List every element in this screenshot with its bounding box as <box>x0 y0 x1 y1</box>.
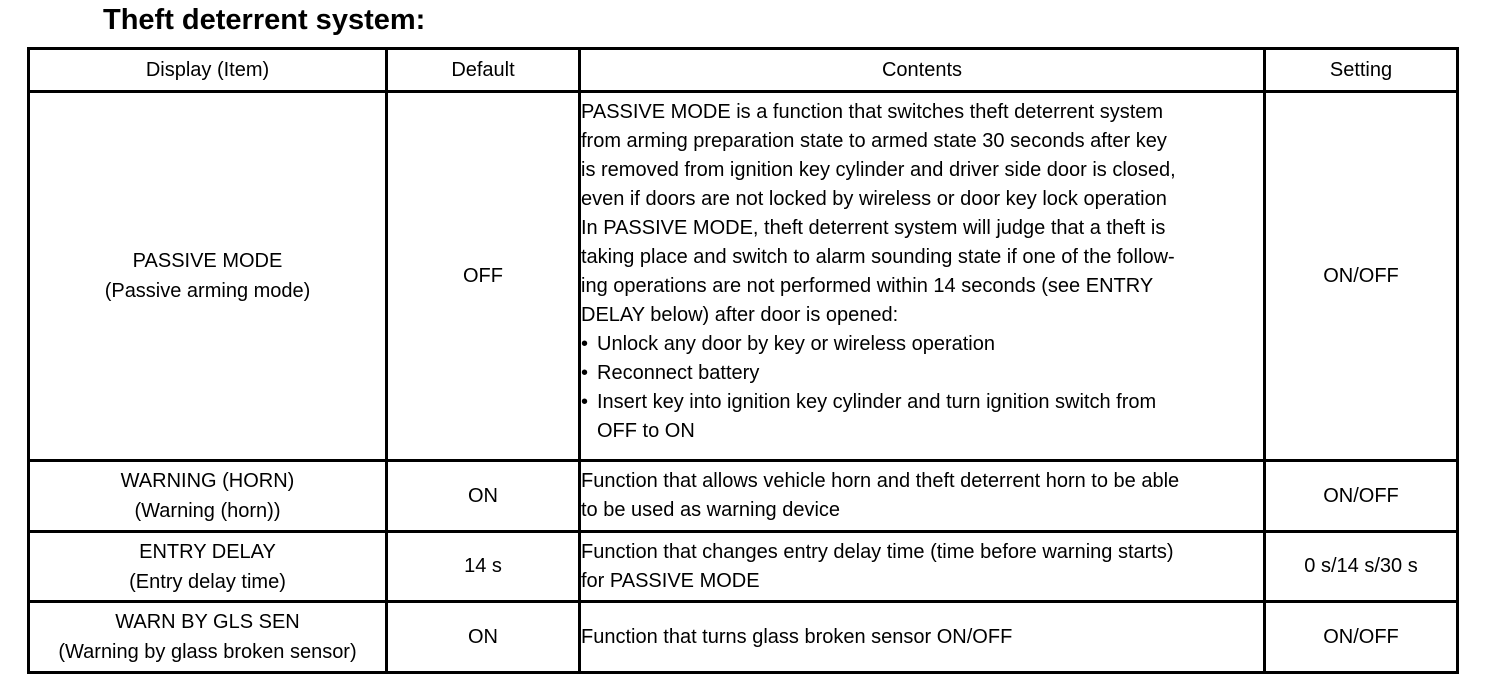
contents-line: Function that turns glass broken sensor … <box>581 625 1013 648</box>
bullet-text: Unlock any door by key or wireless opera… <box>597 333 995 355</box>
table-row: ENTRY DELAY (Entry delay time) 14 s Func… <box>27 530 1459 603</box>
bullet-line: Insert key into ignition key cylinder an… <box>597 391 1157 413</box>
bullet-item: • Unlock any door by key or wireless ope… <box>581 330 1262 359</box>
item-subname: (Passive arming mode) <box>104 280 311 302</box>
item-subname: (Warning by glass broken sensor) <box>58 641 357 663</box>
bullet-item: • Insert key into ignition key cylinder … <box>581 388 1262 446</box>
contents-cell: Function that allows vehicle horn and th… <box>578 459 1266 533</box>
table-row: PASSIVE MODE (Passive arming mode) OFF P… <box>27 90 1459 462</box>
column-header-contents: Contents <box>578 47 1266 93</box>
item-subname: (Entry delay time) <box>129 570 286 593</box>
column-header-display-item: Display (Item) <box>27 47 388 93</box>
bullet-marker: • <box>581 333 589 355</box>
setting-cell: ON/OFF <box>1263 600 1459 674</box>
bullet-text: Insert key into ignition key cylinder an… <box>597 388 1262 446</box>
item-cell: WARN BY GLS SEN (Warning by glass broken… <box>27 600 388 674</box>
contents-line: DELAY below) after door is opened: <box>581 304 899 326</box>
bullet-marker: • <box>581 362 589 384</box>
contents-line: In PASSIVE MODE, theft deterrent system … <box>581 217 1166 239</box>
page-title: Theft deterrent system: <box>103 4 426 36</box>
item-name: WARNING (HORN) <box>120 470 295 492</box>
contents-line: Function that allows vehicle horn and th… <box>581 470 1180 492</box>
item-cell: ENTRY DELAY (Entry delay time) <box>27 530 388 603</box>
default-cell: ON <box>385 459 581 533</box>
item-cell: PASSIVE MODE (Passive arming mode) <box>27 90 388 462</box>
column-header-default: Default <box>385 47 581 93</box>
contents-cell: Function that changes entry delay time (… <box>578 530 1266 603</box>
contents-line: even if doors are not locked by wireless… <box>581 188 1167 210</box>
theft-deterrent-settings-table: Display (Item) Default Contents Setting … <box>27 47 1459 674</box>
setting-cell: ON/OFF <box>1263 459 1459 533</box>
contents-line: to be used as warning device <box>581 499 841 521</box>
bullet-marker: • <box>581 391 589 413</box>
default-cell: OFF <box>385 90 581 462</box>
contents-line: Function that changes entry delay time (… <box>581 540 1174 563</box>
contents-line: PASSIVE MODE is a function that switches… <box>581 101 1164 123</box>
contents-line: ing operations are not performed within … <box>581 275 1154 297</box>
table-header-row: Display (Item) Default Contents Setting <box>27 47 1459 93</box>
default-cell: ON <box>385 600 581 674</box>
contents-line: for PASSIVE MODE <box>581 569 760 592</box>
default-cell: 14 s <box>385 530 581 603</box>
contents-cell: PASSIVE MODE is a function that switches… <box>578 90 1266 462</box>
item-name: WARN BY GLS SEN <box>115 611 300 633</box>
bullet-line: OFF to ON <box>597 420 695 442</box>
table-row: WARNING (HORN) (Warning (horn)) ON Funct… <box>27 459 1459 533</box>
setting-cell: 0 s/14 s/30 s <box>1263 530 1459 603</box>
bullet-text: Reconnect battery <box>597 362 760 384</box>
item-cell: WARNING (HORN) (Warning (horn)) <box>27 459 388 533</box>
table-row: WARN BY GLS SEN (Warning by glass broken… <box>27 600 1459 674</box>
contents-line: taking place and switch to alarm soundin… <box>581 246 1175 268</box>
contents-cell: Function that turns glass broken sensor … <box>578 600 1266 674</box>
bullet-item: • Reconnect battery <box>581 359 1262 388</box>
contents-line: from arming preparation state to armed s… <box>581 130 1167 152</box>
contents-line: is removed from ignition key cylinder an… <box>581 159 1176 181</box>
item-name: PASSIVE MODE <box>132 250 283 272</box>
item-subname: (Warning (horn)) <box>134 500 281 522</box>
setting-cell: ON/OFF <box>1263 90 1459 462</box>
column-header-setting: Setting <box>1263 47 1459 93</box>
item-name: ENTRY DELAY <box>139 540 276 563</box>
